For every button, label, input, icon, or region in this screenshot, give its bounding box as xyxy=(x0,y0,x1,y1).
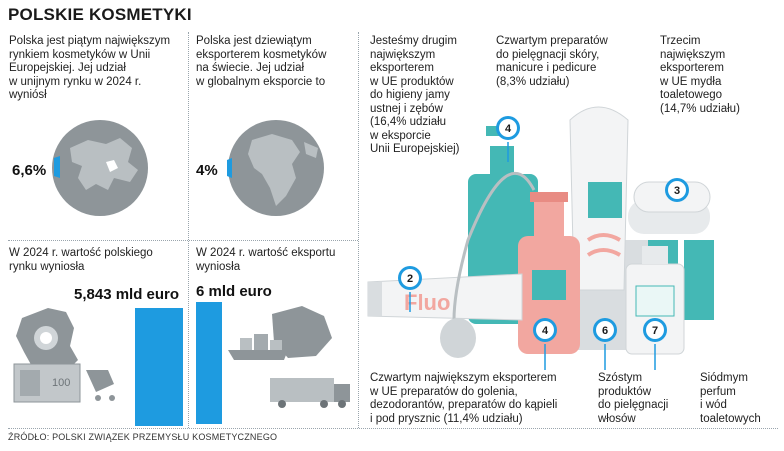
page-title: POLSKIE KOSMETYKI xyxy=(8,5,192,24)
divider xyxy=(8,428,778,429)
toothpaste-brand-text: Fluo xyxy=(404,290,450,315)
rank-badge-4-skin: 4 xyxy=(496,116,520,162)
europe-globe-illustration xyxy=(52,120,148,216)
rank-soap-text: Trzecim największym eksporterem w UE myd… xyxy=(660,35,740,115)
banknote-text: 100 xyxy=(52,377,70,389)
world-globe-illustration xyxy=(227,120,324,216)
market-value-amount: 5,843 mld euro xyxy=(74,286,180,303)
export-value-description: W 2024 r. wartość eksportu wyniosła xyxy=(196,247,336,273)
divider xyxy=(358,32,359,428)
poland-map-banknote-illustration: 100 xyxy=(13,308,183,426)
cosmetics-illustration: Fluo xyxy=(367,106,714,358)
rank-badge-7: 7 xyxy=(643,318,667,370)
rank-badge-6-label: 6 xyxy=(602,325,608,337)
ship-truck-illustration xyxy=(196,302,350,424)
rank-badge-7-label: 7 xyxy=(652,325,658,337)
rank-badge-2-label: 2 xyxy=(407,273,413,285)
source-note: ŹRÓDŁO: POLSKI ZWIĄZEK PRZEMYSŁU KOSMETY… xyxy=(8,432,278,442)
divider xyxy=(188,32,189,428)
rank-hair-care-text: Szóstym produktów do pielęgnacji włosów xyxy=(598,372,669,425)
rank-badge-2: 2 xyxy=(398,266,422,312)
rank-badge-4-label: 4 xyxy=(505,123,512,135)
rank-shaving-text: Czwartym największym eksporterem w UE pr… xyxy=(370,372,558,425)
export-value-amount: 6 mld euro xyxy=(196,283,272,300)
rank-badge-3: 3 xyxy=(665,178,689,202)
rank-oral-hygiene-text: Jesteśmy drugim największym eksporterem … xyxy=(370,35,460,155)
rank-badge-4-shaving: 4 xyxy=(533,318,557,370)
global-export-description: Polska jest dziewiątym eksporterem kosme… xyxy=(196,35,327,88)
rank-perfume-text: Siódmym perfum i wód toaletowych xyxy=(700,372,761,425)
rank-skin-care-text: Czwartym preparatów do pielęgnacji skóry… xyxy=(496,35,608,88)
divider xyxy=(8,240,358,241)
rank-badge-4-label: 4 xyxy=(542,325,549,337)
market-value-description: W 2024 r. wartość polskiego rynku wynios… xyxy=(9,247,153,273)
global-export-share-value: 4% xyxy=(196,162,218,179)
eu-market-description: Polska jest piątym największym rynkiem k… xyxy=(9,35,171,101)
rank-badge-3-label: 3 xyxy=(674,185,680,197)
eu-market-share-value: 6,6% xyxy=(12,162,47,179)
rank-badge-6: 6 xyxy=(593,318,617,370)
